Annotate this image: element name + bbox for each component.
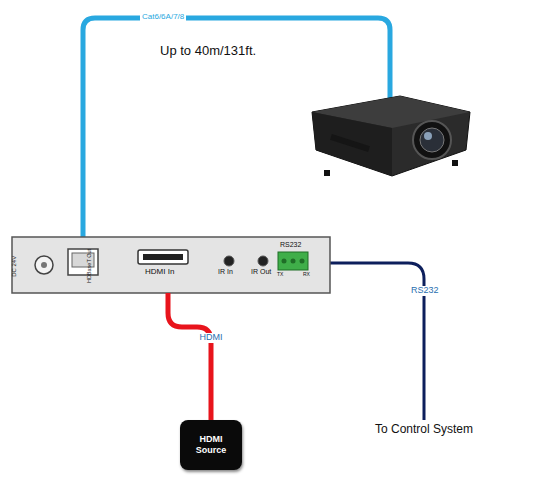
projector [312, 96, 470, 176]
port-label: DC 24V [11, 256, 18, 277]
distance-note: Up to 40m/131ft. [160, 44, 256, 58]
destination-label: To Control System [375, 423, 473, 436]
hdmi-cable [168, 293, 211, 420]
port-label: RS232 [280, 241, 301, 249]
box-text: HDMI Source [191, 434, 231, 456]
extender-panel [12, 237, 330, 293]
extender-panel: DC 24V HDBaseT OutHDMI In IR In IR Out RS232… [12, 237, 330, 293]
port-label: TX [277, 272, 283, 278]
port-label: IR Out [251, 268, 271, 276]
port-label: IR In [218, 268, 233, 276]
port-label: HDBaseT Out [86, 249, 92, 283]
port-label: RX [303, 272, 310, 278]
edge-label: HDMI [198, 333, 225, 343]
hdmi-source-box: HDMI Source [180, 420, 242, 470]
port-label: HDMI In [145, 268, 174, 277]
wire-label: RS232 [409, 286, 441, 296]
cable-spec: Cat6/6A/7/8 [140, 13, 186, 22]
